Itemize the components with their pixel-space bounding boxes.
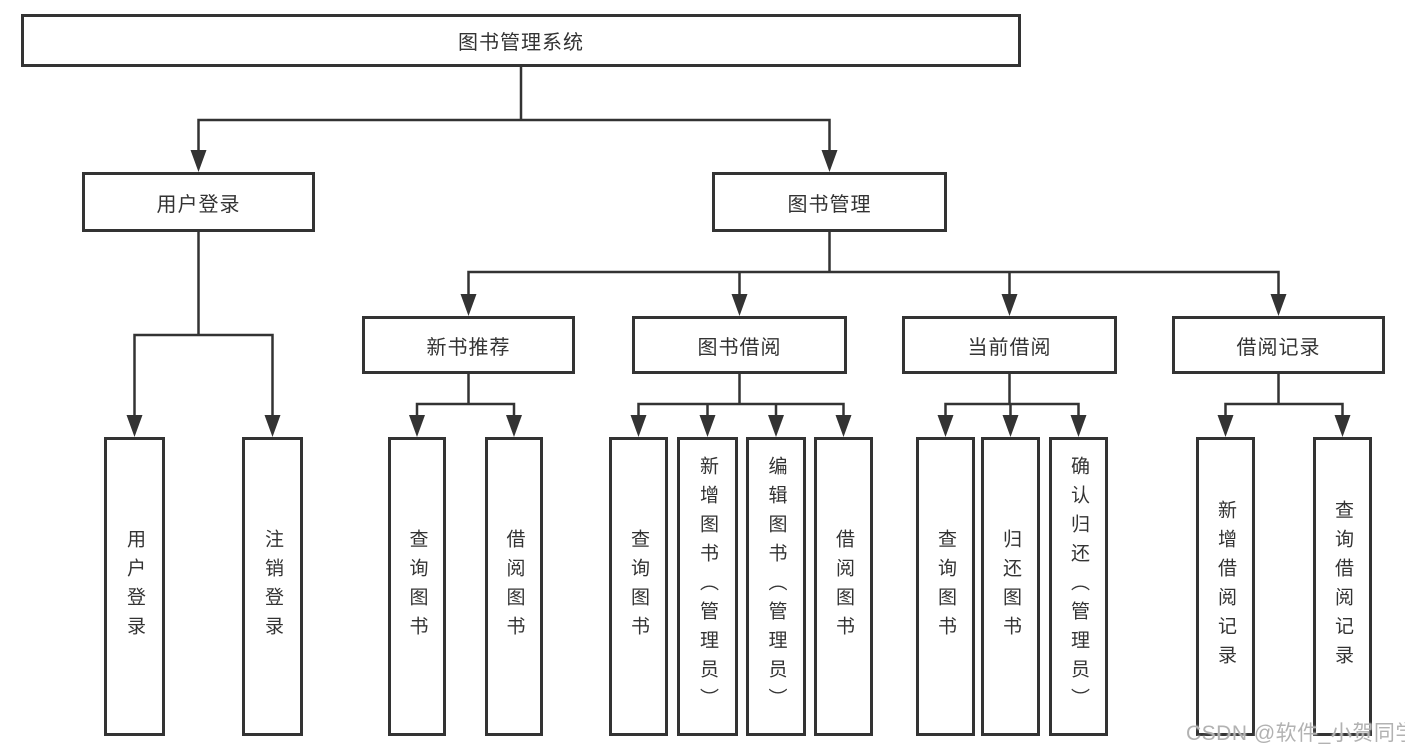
arrow-down-icon: [768, 415, 784, 437]
arrow-down-icon: [264, 415, 281, 437]
leaf-newbook-query-books: 查询图书: [388, 437, 446, 736]
arrow-down-icon: [190, 150, 207, 172]
arrow-down-icon: [1070, 415, 1087, 437]
arrow-down-icon: [821, 150, 838, 172]
node-label: 图书借阅: [697, 336, 782, 359]
leaf-borrowing-borrow-books: 借阅图书: [814, 437, 873, 736]
node-label: 新增借阅记录: [1215, 499, 1236, 674]
leaf-current-return-books: 归还图书: [981, 437, 1040, 736]
node-book-management-branch: 图书管理: [712, 172, 947, 232]
arrow-down-icon: [1002, 415, 1019, 437]
node-label: 借阅记录: [1236, 336, 1321, 359]
node-label: 注销登录: [262, 528, 283, 645]
node-new-book-recommend: 新书推荐: [362, 316, 575, 374]
node-user-login-branch: 用户登录: [82, 172, 315, 232]
node-label: 查询借阅记录: [1332, 499, 1353, 674]
node-label: 用户登录: [124, 528, 145, 645]
leaf-user-logout: 注销登录: [242, 437, 303, 736]
node-label: 图书管理系统: [458, 32, 584, 54]
tree-edges: [133, 65, 1344, 422]
leaf-current-query-books: 查询图书: [916, 437, 975, 736]
node-label: 查询图书: [935, 528, 956, 645]
arrow-down-icon: [506, 415, 522, 437]
node-label: 确认归还（管理员）: [1068, 456, 1089, 717]
csdn-watermark: CSDN @软件_小贺同学: [1186, 722, 1405, 745]
leaf-records-add-borrow-record: 新增借阅记录: [1196, 437, 1255, 736]
leaf-records-query-borrow-record: 查询借阅记录: [1313, 437, 1372, 736]
leaf-borrowing-edit-books-admin: 编辑图书（管理员）: [746, 437, 806, 736]
node-label: 查询图书: [406, 528, 428, 645]
arrow-down-icon: [126, 415, 143, 437]
node-label: 编辑图书（管理员）: [765, 456, 787, 717]
node-label: 新书推荐: [426, 336, 511, 359]
arrow-down-icon: [699, 415, 716, 437]
arrow-down-icon: [1334, 415, 1351, 437]
node-label: 借阅图书: [503, 528, 525, 645]
leaf-borrowing-query-books: 查询图书: [609, 437, 668, 736]
node-label: 借阅图书: [833, 528, 854, 645]
node-borrow-records: 借阅记录: [1172, 316, 1385, 374]
arrow-down-icon: [460, 294, 477, 316]
node-label: 归还图书: [1000, 528, 1021, 645]
arrow-down-icon: [1001, 294, 1018, 316]
leaf-borrowing-add-books-admin: 新增图书（管理员）: [677, 437, 738, 736]
leaf-current-confirm-return-admin: 确认归还（管理员）: [1049, 437, 1108, 736]
node-label: 新增图书（管理员）: [697, 456, 718, 717]
arrow-down-icon: [1217, 415, 1234, 437]
node-label: 用户登录: [156, 193, 241, 216]
node-book-borrowing: 图书借阅: [632, 316, 847, 374]
arrowheads: [126, 150, 1351, 437]
leaf-newbook-borrow-books: 借阅图书: [485, 437, 543, 736]
node-current-borrowing: 当前借阅: [902, 316, 1117, 374]
arrow-down-icon: [835, 415, 852, 437]
node-root-library-system: 图书管理系统: [21, 14, 1021, 67]
arrow-down-icon: [731, 294, 748, 316]
arrow-down-icon: [937, 415, 954, 437]
node-label: 查询图书: [628, 528, 649, 645]
arrow-down-icon: [409, 415, 425, 437]
node-label: 当前借阅: [967, 336, 1052, 359]
arrow-down-icon: [630, 415, 647, 437]
arrow-down-icon: [1270, 294, 1287, 316]
node-label: 图书管理: [787, 193, 872, 216]
leaf-user-login: 用户登录: [104, 437, 165, 736]
